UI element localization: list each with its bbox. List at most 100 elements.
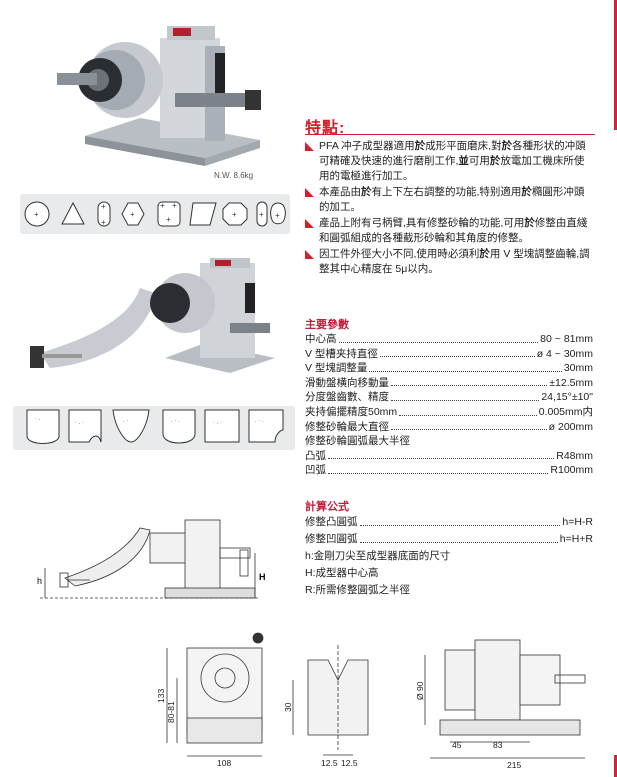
svg-text:+: + [232,210,237,219]
feature-text-bold: 於 [521,186,532,198]
param-value: ø 4 ~ 30mm [536,347,593,360]
feature-text-bold: 於 [479,248,490,260]
feature-text-bold: 於 [361,186,372,198]
feature-item: 產品上附有弓柄臂,具有修整砂輪的功能,可用於修整由直綫和圓弧組成的各種截形砂輪和… [305,216,592,246]
dim-108: 108 [217,758,231,768]
dim-h: h [37,576,42,586]
dim-83: 83 [493,740,503,750]
param-value: 80 ~ 81mm [540,333,593,345]
param-value: R48mm [556,449,593,462]
feature-text: 成形平面磨床,對 [425,140,502,152]
feature-text-bold: 於 [414,140,426,152]
svg-text:· . ·: · . · [213,420,222,426]
features-divider [305,134,595,135]
wheel-profiles-icons: · .· . ·. · . · .· . ·. · . [26,409,284,444]
punch-shapes-icons: +++ +++ ++++ [24,201,286,227]
feature-text: PFA 冲子成型器適用 [319,140,415,152]
feature-text: 本產品由 [319,186,361,198]
side-view-dims-drawing: Ø 90 45 83 215 [415,639,586,770]
formula-value: h=H+R [559,533,593,545]
param-label: 凹弧 [305,464,326,477]
page-edge-accent-bottom [614,755,617,777]
feature-text: 放電加工機床所使用的電極進行加工。 [319,155,585,182]
feature-text-bold: 於 [524,217,535,229]
bullet-triangle-icon [305,250,314,259]
svg-text:+: + [160,201,165,210]
param-label: 修整砂輪圓弧最大半徑 [305,435,410,448]
param-label: 夹持偏擺精度50mm [305,405,398,418]
feature-item: PFA 冲子成型器適用於成形平面磨床,對於各種形状的冲頭可精確及快速的進行磨削工… [305,139,592,184]
svg-text:. ·: . · [123,418,128,424]
feature-item: 因工件外徑大小不同,使用時必須利於用 V 型塊調整齒輪,調整其中心精度在 5μ以… [305,247,592,277]
feature-text-bold: 於 [501,140,513,152]
formula-note: H:成型器中心高 [305,567,379,579]
param-value: 24,15°±10" [541,391,593,404]
svg-text:+: + [34,210,39,219]
param-row: 中心高 80 ~ 81mm [305,332,593,347]
formula-value: h=H-R [562,516,593,528]
param-label: 修整砂輪最大直徑 [305,420,389,433]
feature-text: 修整由直綫和圓弧組成的各種截形砂輪和其角度的修整。 [319,217,588,244]
dim-12-5-left: 12.5 [321,758,338,768]
feature-text: 有上下左右調整的功能,特别適用 [371,186,522,198]
param-row: 分度盤齒數、精度 24,15°±10" [305,390,593,405]
param-label: V 型塊調整量 [305,362,368,375]
dim-12-5-right: 12.5 [341,758,358,768]
formula-note: R:所需修整圓弧之半徑 [305,584,410,596]
bullet-triangle-icon [305,142,314,151]
svg-text:+: + [130,210,135,219]
svg-text:· . ·: · . · [75,420,84,426]
svg-text:+: + [259,210,264,219]
param-row: 修整砂輪圓弧最大半徑 [305,434,593,449]
param-value: ø 200mm [548,420,593,433]
param-label: V 型槽夹持直徑 [305,347,378,360]
formula-row: 修整凸圓弧 h=H-R [305,514,593,531]
v-block-drawing: 30 12.5 12.5 [283,645,369,768]
formula-label: 修整凹圓弧 [305,533,358,545]
dim-diameter-90: Ø 90 [415,681,425,700]
punch-shapes-strip: +++ +++ ++++ [20,194,290,234]
feature-text: 用 V 型塊調整齒輪,調整其中心精度在 5μ以内。 [319,248,590,275]
dim-133: 133 [156,689,166,703]
svg-text:+: + [101,202,106,211]
formula-note: h:金剛刀尖至成型器底面的尺寸 [305,550,451,562]
page-edge-accent [614,0,617,130]
svg-text:+: + [275,211,280,220]
formula-title: 計算公式 [305,501,349,513]
wheel-profiles-strip: · .· . ·. · . · .· . ·. · . [13,406,295,450]
svg-text:+: + [172,201,177,210]
feature-text: 因工件外徑大小不同,使用時必須利 [319,248,480,260]
dim-H: H [259,572,266,582]
svg-text:. · .: . · . [171,418,180,424]
formula-notes: h:金剛刀尖至成型器底面的尺寸 H:成型器中心高 R:所需修整圓弧之半徑 [305,548,593,599]
dim-80-81: 80-81 [166,701,176,723]
svg-text:· .: · . [35,416,41,422]
feature-text: 產品上附有弓柄臂,具有修整砂輪的功能,可用 [319,217,525,229]
param-label: 凸弧 [305,449,326,462]
feature-text: 各種形状的冲頭可精確及快速的進行磨削工作, [319,140,586,167]
formula-label: 修整凸圓弧 [305,516,358,528]
feature-item: 本產品由於有上下左右調整的功能,特别適用於橢圓形冲頭的加工。 [305,185,592,215]
dim-45: 45 [452,740,462,750]
product-photo-with-arm [30,258,275,373]
feature-text-bold: 於 [489,155,501,167]
svg-text:+: + [166,215,171,224]
product-photo-punch-former [57,26,261,166]
svg-text:+: + [101,218,106,227]
features-list: PFA 冲子成型器適用於成形平面磨床,對於各種形状的冲頭可精確及快速的進行磨削工… [305,139,592,278]
feature-text: 橢圓形冲頭的加工。 [319,186,585,213]
dim-215: 215 [507,760,521,770]
param-label: 中心高 [305,333,337,345]
param-row: 修整砂輪最大直徑 ø 200mm [305,420,593,435]
bullet-triangle-icon [305,188,314,197]
formula-list: 修整凸圓弧 h=H-R 修整凹圓弧 h=H+R [305,514,593,548]
side-view-drawing: h H [37,519,266,599]
front-view-drawing: 133 80-81 108 [156,632,264,768]
feature-text: 可用 [468,155,490,167]
param-row: 凸弧 R48mm [305,449,593,464]
param-row: V 型槽夹持直徑 ø 4 ~ 30mm [305,347,593,362]
param-label: 分度盤齒數、精度 [305,391,389,404]
